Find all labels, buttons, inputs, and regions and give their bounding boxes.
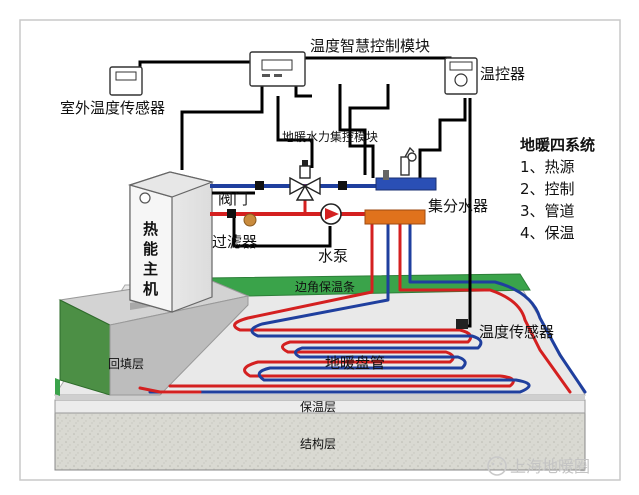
system-item-insulation: 4、保温: [520, 224, 575, 242]
valve-icon-3: [338, 181, 347, 190]
floor-coil-pipes: [138, 220, 587, 394]
thermostat-device: [444, 57, 478, 95]
label-corner-insulation: 边角保温条: [295, 280, 355, 294]
wire-outdoor-to-module: [138, 60, 250, 68]
watermark: 上海地暖圈: [487, 456, 590, 476]
system-item-control: 2、控制: [520, 180, 575, 198]
wire-module-to-manifold: [338, 84, 367, 175]
host-char-0: 热: [143, 220, 158, 238]
pump-icon: [320, 203, 342, 225]
label-temp-sensor: 温度传感器: [479, 323, 554, 341]
manifold-gauge-icon: [404, 146, 415, 158]
wire-module-down: [294, 84, 312, 98]
label-pump: 水泵: [318, 247, 348, 265]
label-outdoor-sensor: 室外温度传感器: [60, 99, 165, 117]
manifold-return-bar: [375, 177, 437, 191]
label-structure-layer: 结构层: [300, 436, 336, 451]
wire-thermostat-to-manifold: [418, 98, 467, 185]
manifold-vent-icon: [383, 170, 389, 180]
supply-coil-end: [138, 386, 202, 394]
label-insulation-layer: 保温层: [300, 400, 336, 414]
host-char-3: 机: [143, 280, 158, 298]
label-thermostat: 温控器: [480, 65, 525, 83]
valve-icon: [255, 181, 264, 190]
label-hydraulic-module: 地暖水力集控模块: [282, 129, 378, 144]
label-filter: 过滤器: [212, 233, 257, 251]
control-wires: [138, 56, 472, 328]
supply-coil: [168, 220, 515, 388]
outdoor-temp-sensor-device: [109, 66, 143, 96]
label-manifold: 集分水器: [428, 197, 488, 215]
manifold-supply-bar: [364, 209, 426, 225]
floor-temp-sensor-probe: [456, 319, 468, 329]
label-smart-control-module: 温度智慧控制模块: [310, 37, 430, 55]
filter-icon: [243, 213, 257, 227]
valve-icon-2: [227, 209, 236, 218]
wire-module-to-host: [180, 84, 264, 170]
heat-source-host-top: [127, 171, 215, 198]
return-coil-right: [408, 220, 587, 394]
mixing-valve-icon: [289, 160, 321, 201]
label-valve: 阀门: [218, 190, 248, 208]
host-char-1: 能: [143, 240, 158, 258]
label-backfill: 回填层: [108, 357, 144, 371]
wire-pump-loop: [232, 214, 332, 248]
label-floor-coil: 地暖盘管: [325, 354, 385, 372]
system-item-heat-source: 1、热源: [520, 158, 575, 176]
smart-control-module-device: [249, 51, 306, 87]
return-coil: [148, 220, 531, 394]
floor-front-edge: [55, 395, 585, 400]
manifold-actuator-icon: [400, 156, 410, 176]
wire-to-valve: [276, 96, 314, 168]
supply-coil-right: [398, 220, 572, 394]
backfill-front: [109, 295, 249, 396]
watermark-text: 上海地暖圈: [510, 457, 590, 476]
wechat-icon: [487, 456, 507, 476]
wire-module-to-manifold-2: [348, 84, 390, 178]
host-indicator-icon: [139, 192, 151, 204]
system-title: 地暖四系统: [520, 136, 595, 154]
system-item-piping: 3、管道: [520, 202, 575, 220]
host-char-2: 主: [143, 260, 158, 278]
corner-insulation-left: [55, 378, 60, 396]
manifold-gauge-dial-icon: [407, 152, 417, 162]
